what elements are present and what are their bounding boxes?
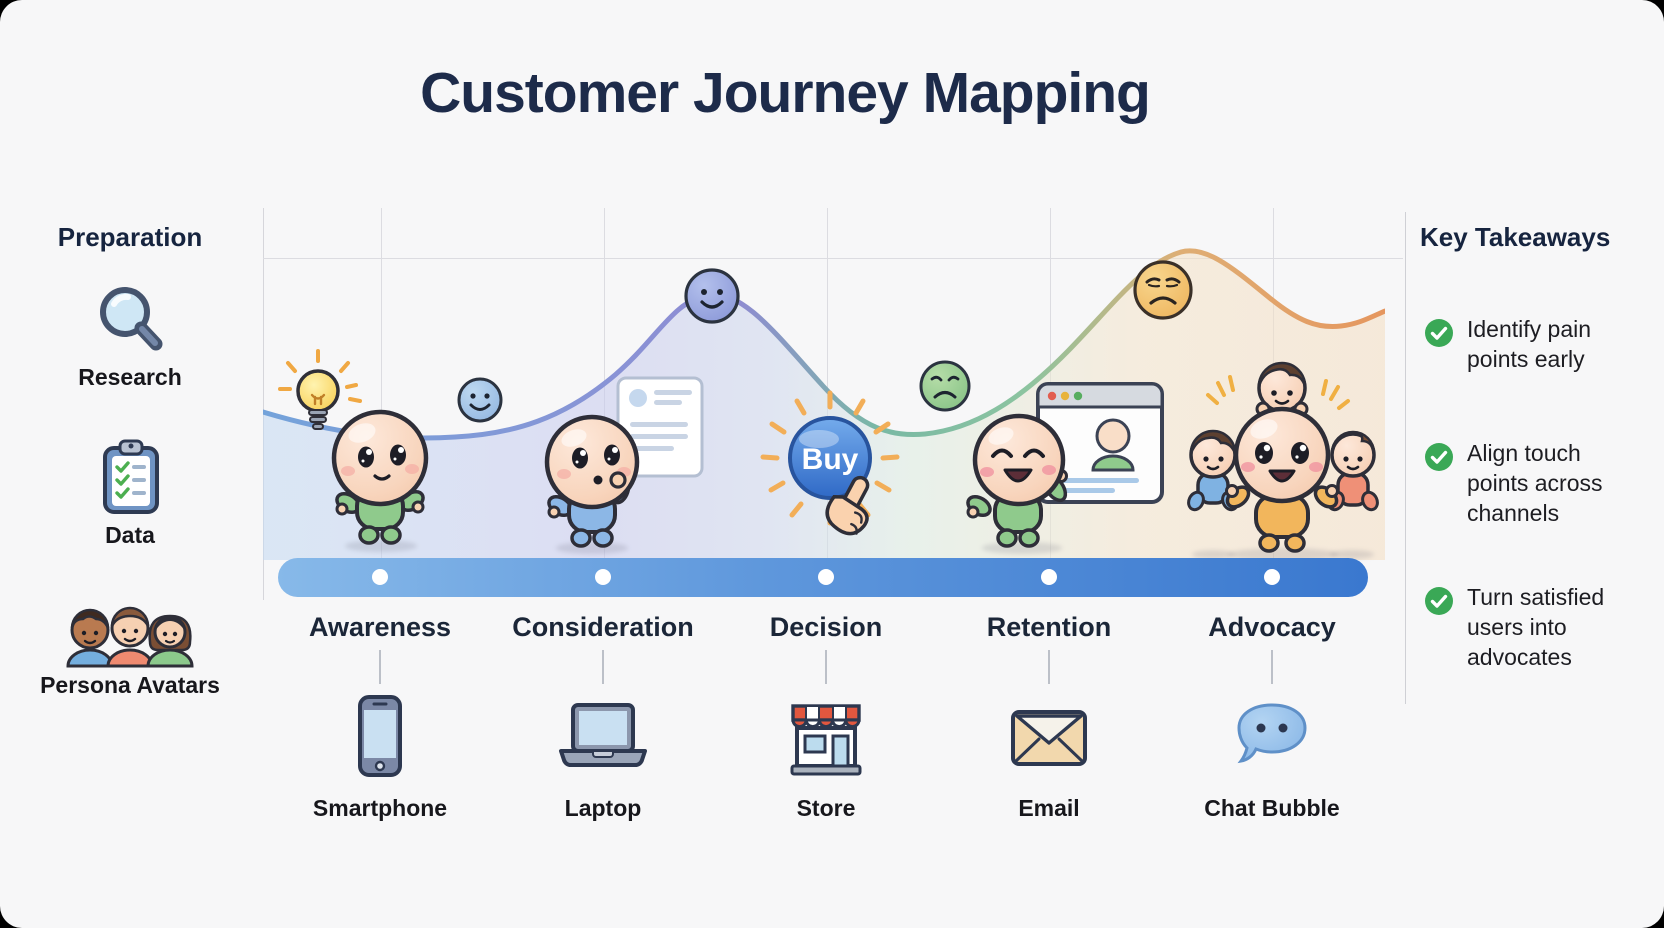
chat-bubble-icon xyxy=(1233,700,1311,770)
chart-left-boundary xyxy=(263,208,264,600)
channel-label-laptop: Laptop xyxy=(564,795,642,821)
gridline-awareness xyxy=(381,208,382,558)
takeaway-item: Align touch points across channels xyxy=(1424,438,1654,528)
channel-label-chat-bubble: Chat Bubble xyxy=(1204,795,1340,821)
gridline-horizontal xyxy=(263,258,1403,259)
connector-line xyxy=(1048,650,1050,684)
timeline-dot-retention xyxy=(1041,569,1057,585)
advocacy-group xyxy=(1160,355,1395,555)
smartphone-icon xyxy=(355,694,405,778)
preparation-item-data: Data xyxy=(105,522,155,548)
store-icon xyxy=(783,694,869,778)
persona-avatars-icon xyxy=(52,600,208,670)
takeaways-heading: Key Takeaways xyxy=(1420,222,1611,252)
document-card-icon xyxy=(616,376,704,478)
magnifier-icon xyxy=(92,282,170,360)
buy-button-group: Buy xyxy=(745,375,935,560)
email-icon xyxy=(1009,707,1089,769)
connector-line xyxy=(825,650,827,684)
right-panel-divider xyxy=(1405,212,1406,704)
preparation-heading: Preparation xyxy=(57,222,203,252)
gridline-decision xyxy=(827,208,828,558)
shadow xyxy=(1192,550,1234,559)
preparation-item-persona-avatars: Persona Avatars xyxy=(40,672,220,698)
takeaway-item: Turn satisfied users into advocates xyxy=(1424,582,1654,672)
buy-button-label: Buy xyxy=(802,443,859,476)
shadow xyxy=(1228,548,1338,561)
takeaway-text: Turn satisfied users into advocates xyxy=(1467,584,1605,670)
check-icon xyxy=(1425,319,1453,347)
check-icon xyxy=(1425,443,1453,471)
awareness-character xyxy=(270,345,440,550)
happy-face-icon xyxy=(455,375,505,425)
sparkles-icon xyxy=(1206,375,1350,410)
timeline-dot-decision xyxy=(818,569,834,585)
takeaway-text: Align touch points across channels xyxy=(1467,440,1603,526)
stage-label-advocacy: Advocacy xyxy=(1208,612,1336,642)
check-icon xyxy=(1425,587,1453,615)
stage-label-decision: Decision xyxy=(769,612,883,642)
stage-label-retention: Retention xyxy=(986,612,1112,642)
connector-line xyxy=(379,650,381,684)
timeline-dot-consideration xyxy=(595,569,611,585)
timeline-dot-awareness xyxy=(372,569,388,585)
sad-face-icon xyxy=(917,358,973,414)
connector-line xyxy=(1271,650,1273,684)
retention-scene xyxy=(955,370,1170,555)
stage-label-awareness: Awareness xyxy=(308,612,452,642)
shadow xyxy=(1330,550,1374,559)
takeaway-text: Identify pain points early xyxy=(1467,316,1592,372)
happy-face-peak-icon xyxy=(682,266,742,326)
clipboard-icon xyxy=(98,438,164,518)
preparation-item-research: Research xyxy=(78,364,182,390)
timeline-dot-advocacy xyxy=(1264,569,1280,585)
channel-label-store: Store xyxy=(796,795,856,821)
channel-label-email: Email xyxy=(1018,795,1080,821)
lightbulb-icon xyxy=(278,349,362,430)
advocate-main xyxy=(1225,406,1339,553)
stage-label-consideration: Consideration xyxy=(512,612,694,642)
connector-line xyxy=(602,650,604,684)
pointer-hand-icon xyxy=(825,475,870,536)
worried-face-icon xyxy=(1130,257,1196,323)
channel-label-smartphone: Smartphone xyxy=(312,795,448,821)
browser-window-icon xyxy=(1036,382,1164,504)
consideration-character xyxy=(536,368,706,552)
takeaway-item: Identify pain points early xyxy=(1424,314,1654,374)
laptop-icon xyxy=(555,702,651,770)
page-title: Customer Journey Mapping xyxy=(420,61,1151,125)
